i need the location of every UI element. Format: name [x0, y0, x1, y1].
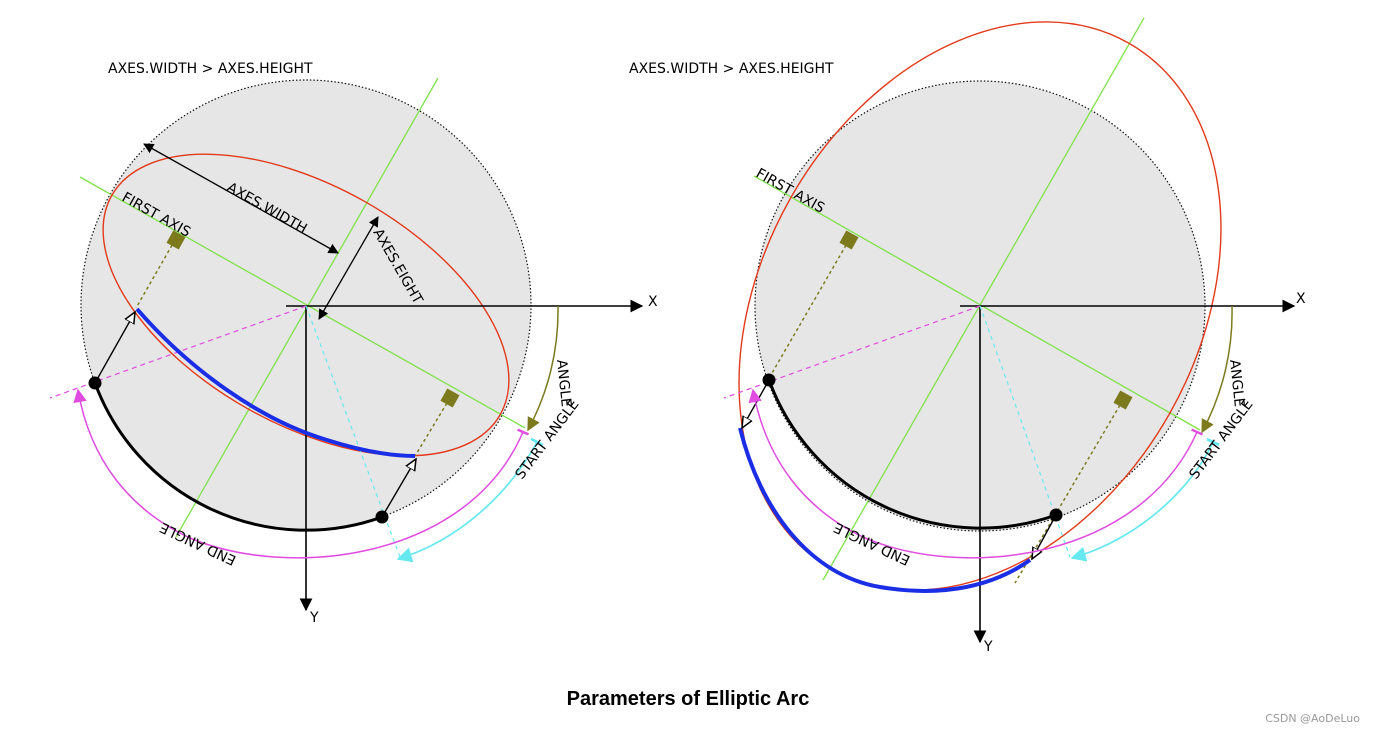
left-start-angle-arc [396, 437, 544, 563]
right-elliptic-arc [738, 427, 1032, 593]
left-heading: AXES.WIDTH > AXES.HEIGHT [108, 61, 313, 77]
right-start-angle-label: START ANGLE [1186, 397, 1256, 483]
left-arrow-end [94, 312, 135, 384]
figure-title: Parameters of Elliptic Arc [567, 688, 810, 710]
right-square-1 [839, 230, 859, 250]
left-end-angle-arc [73, 388, 529, 559]
left-end-angle-label: END ANGLE [158, 519, 239, 568]
right-start-angle-arc [1070, 437, 1220, 562]
right-y-label: Y [983, 639, 993, 655]
right-projection-line-1 [767, 239, 850, 381]
credit-watermark: CSDN @AoDeLuo [1265, 712, 1360, 725]
left-axes-height-arrow [318, 216, 379, 320]
right-angle-arc [1201, 305, 1233, 434]
left-point-start [375, 510, 389, 524]
right-point-start [1049, 508, 1063, 522]
right-heading: AXES.WIDTH > AXES.HEIGHT [629, 61, 834, 77]
left-x-label: X [648, 294, 658, 310]
left-diagram: AXES.WIDTH > AXES.HEIGHT X Y AXES [49, 61, 658, 626]
left-point-end [88, 376, 102, 390]
left-axes-width-arrow [143, 143, 339, 254]
left-y-label: Y [309, 610, 319, 626]
left-angle-arc [527, 305, 559, 432]
right-angle-label: ANGLE [1226, 359, 1247, 408]
right-diagram: AXES.WIDTH > AXES.HEIGHT X Y FIRST AXIS [629, 17, 1306, 655]
right-second-axis-line [822, 17, 1145, 581]
right-x-label: X [1296, 291, 1306, 307]
right-end-angle-arc [748, 388, 1203, 559]
left-angle-label: ANGLE [553, 359, 574, 408]
right-point-end [762, 373, 776, 387]
left-start-angle-label: START ANGLE [512, 397, 582, 483]
right-first-axis-line [753, 175, 1201, 431]
